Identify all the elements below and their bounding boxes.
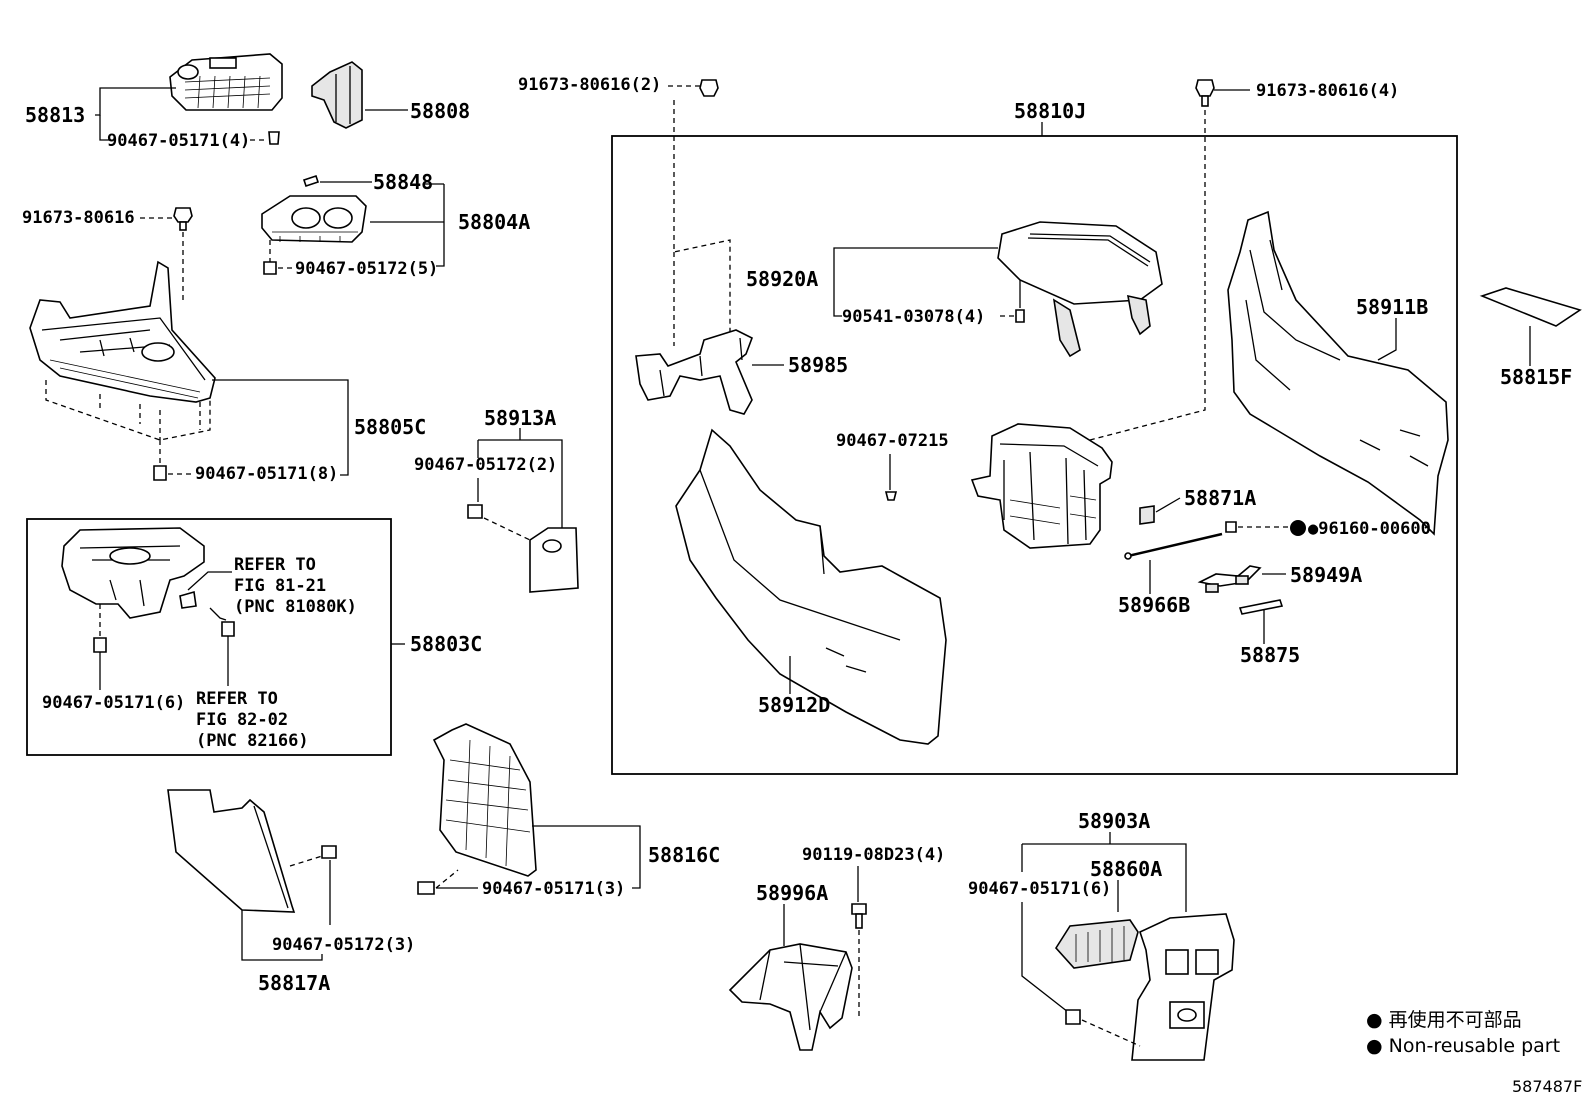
part-console-box <box>970 423 1113 549</box>
part-58804A <box>261 195 367 243</box>
label-58860A: 58860A <box>1090 857 1162 881</box>
bolt-91673-80616-4 <box>1195 79 1215 107</box>
ref2-line3: (PNC 82166) <box>196 731 309 751</box>
part-58803C-bracket <box>61 527 205 619</box>
assembly-58810J-box <box>611 135 1458 775</box>
label-58875: 58875 <box>1240 643 1300 667</box>
part-58996A <box>728 943 853 1051</box>
ref1-line2: FIG 81-21 <box>234 576 326 596</box>
part-58808 <box>311 61 363 129</box>
part-58815F <box>1479 287 1582 327</box>
label-58913A: 58913A <box>484 406 556 430</box>
label-90467-05172-5: 90467-05172(5) <box>295 259 438 279</box>
label-90119-08D23-4: 90119-08D23(4) <box>802 845 945 865</box>
assembly-58803C-box <box>26 518 392 756</box>
ref2-line2: FIG 82-02 <box>196 710 288 730</box>
label-90467-05171-6b: 90467-05171(6) <box>968 879 1111 899</box>
clip-90467-05172-2 <box>467 504 483 519</box>
label-91673-80616-4: 91673-80616(4) <box>1256 81 1399 101</box>
part-58848 <box>302 174 320 188</box>
label-58805C: 58805C <box>354 415 426 439</box>
part-58949A <box>1197 565 1262 593</box>
part-58816C <box>432 723 537 877</box>
legend-english: ● Non-reusable part <box>1366 1035 1560 1057</box>
part-58903A <box>1131 913 1235 1061</box>
pin-96160-00600 <box>1225 521 1237 533</box>
label-90467-07215: 90467-07215 <box>836 431 949 451</box>
label-58804A: 58804A <box>458 210 530 234</box>
non-reusable-marker <box>1290 520 1306 536</box>
part-58913A <box>529 527 579 593</box>
label-58848: 58848 <box>373 170 433 194</box>
label-58816C: 58816C <box>648 843 720 867</box>
label-58911B: 58911B <box>1356 295 1428 319</box>
label-58920A: 58920A <box>746 267 818 291</box>
connector-81080K <box>179 590 197 609</box>
part-58813 <box>169 53 283 111</box>
part-58805C <box>29 260 216 403</box>
label-91673-80616: 91673-80616 <box>22 208 135 228</box>
label-58996A: 58996A <box>756 881 828 905</box>
ref2-line1: REFER TO <box>196 689 278 709</box>
label-58817A: 58817A <box>258 971 330 995</box>
part-58875 <box>1238 599 1284 615</box>
label-58949A: 58949A <box>1290 563 1362 587</box>
clip-90467-05171-8 <box>153 465 167 481</box>
label-90467-05171-3: 90467-05171(3) <box>482 879 625 899</box>
label-58903A: 58903A <box>1078 809 1150 833</box>
label-90541-03078-4: 90541-03078(4) <box>842 307 985 327</box>
clip-90467-05171-6b <box>1065 1009 1081 1025</box>
label-90467-05172-3: 90467-05172(3) <box>272 935 415 955</box>
label-58810J: 58810J <box>1014 99 1086 123</box>
part-58985 <box>635 329 754 415</box>
part-58817A <box>167 789 296 913</box>
part-58911B <box>1227 210 1449 536</box>
label-58808: 58808 <box>410 99 470 123</box>
part-58912D <box>675 428 947 745</box>
legend-japanese: ● 再使用不可部品 <box>1366 1009 1522 1031</box>
clip-90467-05171-3 <box>417 881 435 895</box>
clip-90467-05172-5 <box>263 261 277 275</box>
bolt-90119-08D23 <box>851 903 867 929</box>
label-91673-80616-2: 91673-80616(2) <box>518 75 661 95</box>
label-58803C: 58803C <box>410 632 482 656</box>
bolt-91673-80616 <box>173 207 193 231</box>
part-58871A <box>1139 505 1155 525</box>
part-58966B <box>1124 532 1223 560</box>
connector-82166 <box>209 607 235 637</box>
part-58860A <box>1054 919 1139 969</box>
figure-id: 587487F <box>1512 1077 1582 1096</box>
bolt-91673-80616-2 <box>699 79 719 97</box>
label-90467-05171-8: 90467-05171(8) <box>195 464 338 484</box>
clip-90467-05172-3 <box>321 845 337 859</box>
label-58815F: 58815F <box>1500 365 1572 389</box>
ref1-line1: REFER TO <box>234 555 316 575</box>
clip-90467-07215 <box>884 491 898 501</box>
label-90467-05172-2: 90467-05172(2) <box>414 455 557 475</box>
clip-90467-05171-6a <box>93 637 107 653</box>
part-58920A <box>997 221 1163 358</box>
screw-90541-03078 <box>1015 309 1025 323</box>
ref1-line3: (PNC 81080K) <box>234 597 357 617</box>
clip-90467-05171-4 <box>268 131 280 145</box>
label-58813: 58813 <box>25 103 85 127</box>
label-96160-00600: ●96160-00600 <box>1308 519 1431 539</box>
label-58912D: 58912D <box>758 693 830 717</box>
label-58871A: 58871A <box>1184 486 1256 510</box>
label-58966B: 58966B <box>1118 593 1190 617</box>
label-90467-05171-4: 90467-05171(4) <box>107 131 250 151</box>
label-90467-05171-6a: 90467-05171(6) <box>42 693 185 713</box>
label-58985: 58985 <box>788 353 848 377</box>
